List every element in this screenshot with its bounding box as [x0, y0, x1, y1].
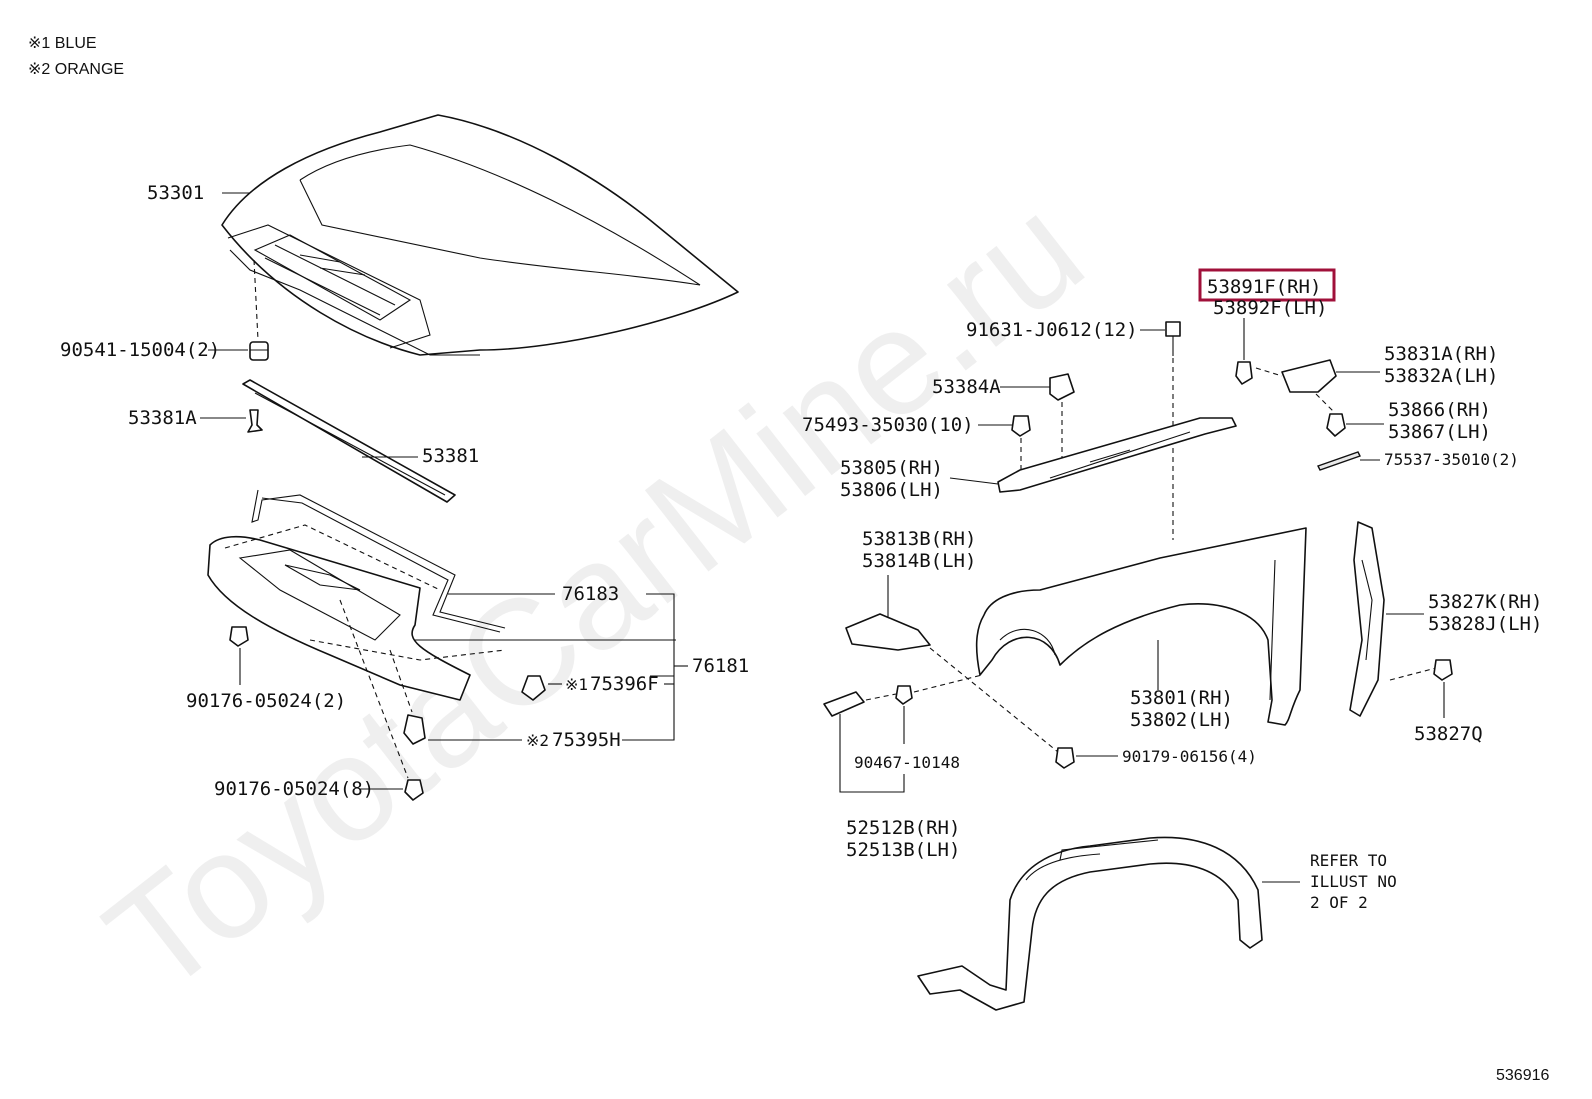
clip-53381A[interactable] [247, 409, 263, 433]
label-53827Q: 53827Q [1414, 723, 1483, 745]
label-53827K: 53827K(RH) [1428, 591, 1542, 613]
label-90176-8: 90176-05024(8) [214, 778, 374, 800]
tape-75537[interactable] [1317, 451, 1361, 471]
legend-orange: ※2 ORANGE [28, 61, 124, 78]
label-53891F[interactable]: 53891F(RH) [1207, 276, 1321, 298]
label-90541: 90541-15004(2) [60, 339, 220, 361]
clip-75493[interactable] [1011, 415, 1031, 437]
label-76183: 76183 [562, 583, 619, 605]
label-53813B: 53813B(RH) [862, 528, 976, 550]
label-75537: 75537-35010(2) [1384, 450, 1519, 469]
fender-rail-53805[interactable] [997, 417, 1237, 493]
label-53301: 53301 [147, 182, 204, 204]
label-53828J: 53828J(LH) [1428, 613, 1542, 635]
clip-90176-2[interactable] [229, 626, 249, 647]
bolt-91631[interactable] [1165, 321, 1181, 356]
bracket-53831A[interactable] [1281, 359, 1337, 393]
refer-note-line2: ILLUST NO [1310, 872, 1397, 891]
label-75493: 75493-35030(10) [802, 414, 974, 436]
mark-75396F: ※1 [565, 675, 588, 694]
clip-53891F[interactable] [1235, 361, 1253, 385]
label-75396F: 75396F [590, 673, 659, 695]
clip-75396F[interactable] [521, 675, 546, 701]
page-code: 536916 [1496, 1067, 1549, 1084]
label-75395H: 75395H [552, 729, 621, 751]
label-53814B: 53814B(LH) [862, 550, 976, 572]
spoiler-76181[interactable] [207, 524, 506, 701]
label-53381A: 53381A [128, 407, 197, 429]
spoiler-frame-76183[interactable] [251, 489, 506, 633]
clip-53866[interactable] [1326, 413, 1346, 437]
label-53892F: 53892F(LH) [1213, 297, 1327, 319]
label-90179: 90179-06156(4) [1122, 747, 1257, 766]
label-53801: 53801(RH) [1130, 687, 1233, 709]
clip-90176-8[interactable] [404, 779, 424, 801]
refer-note-line1: REFER TO [1310, 851, 1387, 870]
label-52512B: 52512B(RH) [846, 817, 960, 839]
mudguard-52512B[interactable] [823, 691, 865, 717]
label-76181: 76181 [692, 655, 749, 677]
cushion-53384A[interactable] [1049, 373, 1075, 401]
fender-liner [917, 836, 1263, 1011]
hood-53301[interactable] [221, 114, 739, 356]
label-90176-2: 90176-05024(2) [186, 690, 346, 712]
label-53831A: 53831A(RH) [1384, 343, 1498, 365]
highlight-box-53891F [1198, 268, 1336, 302]
seal-53827K[interactable] [1349, 521, 1385, 717]
label-53832A: 53832A(LH) [1384, 365, 1498, 387]
refer-note-line3: 2 OF 2 [1310, 893, 1368, 912]
clip-90179[interactable] [1055, 747, 1075, 769]
label-90467: 90467-10148 [854, 753, 960, 772]
label-53866: 53866(RH) [1388, 399, 1491, 421]
hood-bumper-90541[interactable] [249, 341, 269, 361]
clip-90467[interactable] [895, 685, 913, 705]
legend-blue: ※1 BLUE [28, 35, 97, 52]
label-53867: 53867(LH) [1388, 421, 1491, 443]
label-53381: 53381 [422, 445, 479, 467]
label-52513B: 52513B(LH) [846, 839, 960, 861]
label-91631: 91631-J0612(12) [966, 319, 1138, 341]
bracket-53813B[interactable] [845, 613, 931, 651]
fender-53801[interactable] [975, 527, 1307, 726]
label-53805: 53805(RH) [840, 457, 943, 479]
clip-53827Q[interactable] [1433, 659, 1453, 681]
label-53802: 53802(LH) [1130, 709, 1233, 731]
clip-75395H[interactable] [403, 714, 426, 745]
label-53806: 53806(LH) [840, 479, 943, 501]
mark-75395H: ※2 [526, 731, 549, 750]
label-53384A: 53384A [932, 376, 1001, 398]
hood-seal-53381[interactable] [242, 379, 456, 503]
